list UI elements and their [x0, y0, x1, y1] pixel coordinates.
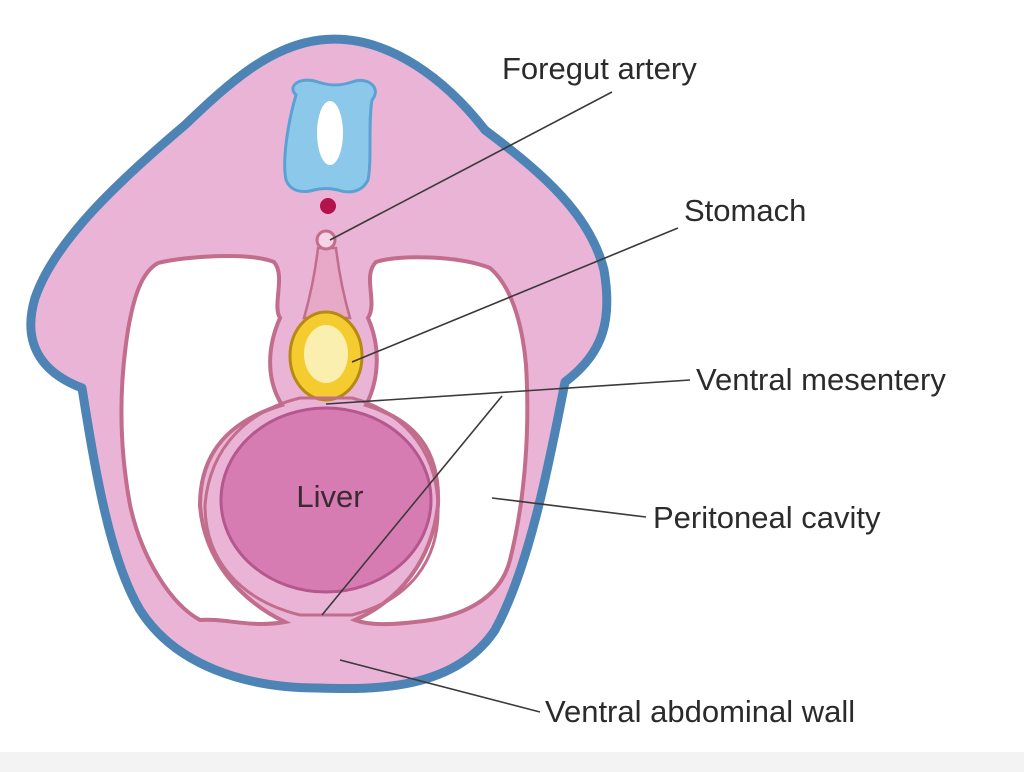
label-ventral-mesentery: Ventral mesentery — [696, 362, 946, 397]
leader-stomach — [351, 227, 679, 363]
leader-ventral-mesentery-a — [325, 379, 691, 405]
leader-foregut-artery — [329, 91, 613, 241]
aorta — [320, 198, 336, 214]
dorsal-mesentery — [302, 246, 352, 320]
peritoneal-cavity-left — [119, 254, 292, 626]
leader-ventral-abdominal-wall — [339, 659, 541, 713]
peritoneal-cavity-right — [349, 255, 530, 627]
leader-ventral-mesentery-b — [321, 395, 503, 616]
liver-label: Liver — [296, 479, 363, 514]
neural-canal — [317, 101, 343, 165]
ventral-mesentery — [203, 396, 440, 617]
label-peritoneal-cavity: Peritoneal cavity — [653, 500, 881, 535]
label-stomach: Stomach — [684, 193, 806, 228]
leader-peritoneal-cavity — [491, 497, 647, 518]
label-ventral-abdominal-wall: Ventral abdominal wall — [545, 694, 855, 729]
label-foregut-artery: Foregut artery — [502, 51, 697, 86]
stomach-lumen — [304, 325, 348, 383]
foregut-artery — [315, 229, 337, 251]
frame-bottom-band — [0, 752, 1024, 772]
